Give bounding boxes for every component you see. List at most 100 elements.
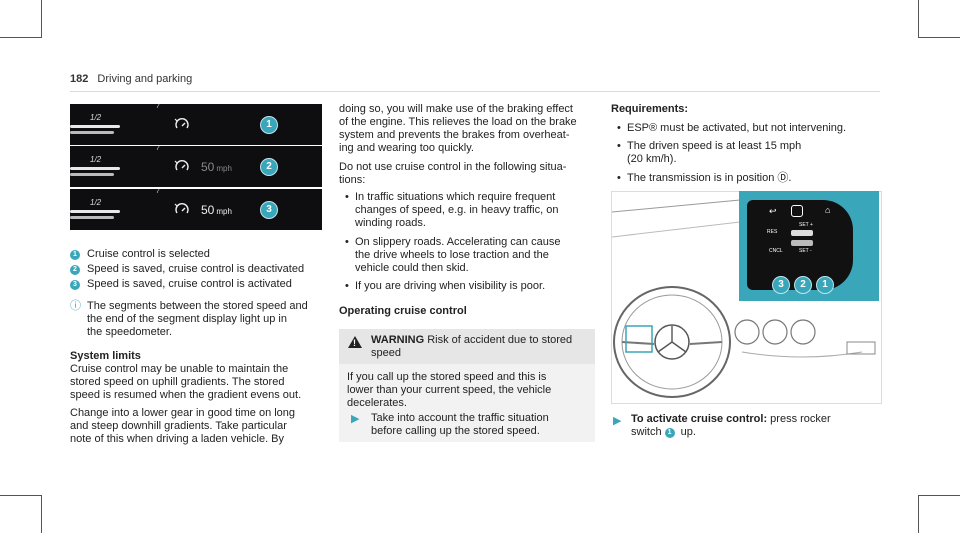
text-line: changes of speed, e.g. in heavy traffic,… bbox=[355, 204, 559, 216]
cruise-control-icon bbox=[174, 160, 189, 171]
text-line: If you call up the stored speed and this… bbox=[347, 371, 547, 383]
crop-mark bbox=[41, 0, 42, 38]
text-line: up. bbox=[677, 426, 696, 438]
text-line: Take into account the traffic situation bbox=[371, 412, 549, 424]
requirements-heading: Requirements: bbox=[611, 103, 689, 115]
text-line: The driven speed is at least 15 mph bbox=[627, 140, 802, 152]
speed-value: 50 bbox=[201, 160, 215, 174]
legend-text: Speed is saved, cruise control is deacti… bbox=[87, 263, 305, 275]
set-plus-label[interactable]: SET + bbox=[799, 222, 813, 228]
legend-item: 2 Speed is saved, cruise control is deact… bbox=[70, 263, 304, 276]
callout-badge: 3 bbox=[772, 276, 790, 294]
gauge-arc bbox=[70, 131, 114, 134]
callout-badge: 1 bbox=[260, 116, 278, 134]
text-line: Do not use cruise control in the followi… bbox=[339, 161, 567, 173]
crop-mark bbox=[918, 495, 960, 496]
note-line: the speedometer. bbox=[87, 326, 173, 338]
note-line: the end of the segment display light up … bbox=[87, 313, 287, 325]
crop-mark bbox=[918, 495, 919, 533]
gauge-arc bbox=[70, 216, 114, 219]
list-item: ESP® must be activated, but not interven… bbox=[617, 122, 847, 135]
home-icon bbox=[791, 205, 803, 217]
cruise-control-icon bbox=[174, 203, 189, 214]
warning-icon: ! bbox=[348, 336, 362, 348]
tick-label: 7 bbox=[156, 189, 160, 195]
fuel-fraction: 1/2 bbox=[90, 155, 102, 164]
back-icon: ↩ bbox=[769, 206, 777, 216]
res-label: RES bbox=[767, 229, 778, 235]
speed-unit: mph bbox=[216, 164, 232, 173]
body-paragraph: doing so, you will make use of the braki… bbox=[339, 103, 577, 155]
speed-value: 50 bbox=[201, 203, 215, 217]
list-item: The transmission is in position Ⓓ. bbox=[617, 172, 791, 185]
text-line: decelerates. bbox=[347, 397, 407, 409]
warning-body: If you call up the stored speed and this… bbox=[347, 371, 551, 410]
dashboard-panel-1: 7 1/2 1 bbox=[70, 104, 322, 145]
rocker-switch[interactable] bbox=[791, 240, 813, 246]
warning-box: ! WARNING Risk of accident due to stored… bbox=[339, 329, 595, 442]
legend-text: Speed is saved, cruise control is activa… bbox=[87, 278, 292, 290]
warning-header: ! WARNING Risk of accident due to stored… bbox=[339, 329, 595, 364]
text-line: winding roads. bbox=[355, 217, 426, 229]
list-item: The driven speed is at least 15 mph (20 … bbox=[617, 140, 802, 166]
callout-badge: 2 bbox=[260, 158, 278, 176]
note: ⓘ The segments between the stored speed a… bbox=[70, 300, 308, 339]
list-item: On slippery roads. Accelerating can caus… bbox=[345, 236, 561, 275]
text-line: speed bbox=[371, 347, 401, 359]
text-line: ESP® must be activated, but not interven… bbox=[627, 122, 847, 134]
warning-title: WARNING bbox=[371, 334, 425, 346]
arrow-icon: ▶ bbox=[613, 415, 622, 427]
set-minus-label[interactable]: SET - bbox=[799, 248, 812, 254]
text-line: Change into a lower gear in good time on… bbox=[70, 407, 296, 419]
crop-mark bbox=[918, 37, 960, 38]
text-line: Risk of accident due to stored bbox=[427, 334, 573, 346]
cncl-label[interactable]: CNCL bbox=[769, 248, 783, 254]
info-icon: ⓘ bbox=[70, 300, 81, 312]
interior-drawing bbox=[612, 199, 876, 398]
text-line: stored speed on uphill gradients. The st… bbox=[70, 376, 285, 388]
note-line: The segments between the stored speed an… bbox=[87, 300, 308, 312]
list-item: In traffic situations which require freq… bbox=[345, 191, 559, 230]
text-line: ing and wearing too quickly. bbox=[339, 142, 474, 154]
speed-unit: mph bbox=[216, 207, 232, 216]
system-limits-paragraph: Change into a lower gear in good time on… bbox=[70, 407, 295, 446]
page-header: 182 Driving and parking bbox=[70, 73, 192, 85]
legend-number: 3 bbox=[70, 280, 80, 290]
house-icon: ⌂ bbox=[825, 205, 831, 215]
warning-action: Take into account the traffic situation … bbox=[371, 412, 549, 438]
rocker-switch[interactable] bbox=[791, 230, 813, 236]
switch-zoom-panel: ↩ ⌂ RES SET + CNCL SET - 3 2 1 bbox=[739, 191, 879, 301]
gauge-arc bbox=[70, 173, 114, 176]
text-line: lower than your current speed, the vehic… bbox=[347, 384, 552, 396]
legend-number: 1 bbox=[70, 250, 80, 260]
action-instruction: To activate cruise control: press rocker… bbox=[631, 413, 831, 439]
text-line: and steep downhill gradients. Take parti… bbox=[70, 420, 287, 432]
legend-item: 3 Speed is saved, cruise control is activ… bbox=[70, 278, 292, 291]
fuel-fraction: 1/2 bbox=[90, 198, 102, 207]
text-line: (20 km/h). bbox=[627, 153, 677, 165]
text-line: note of this when driving a laden vehicl… bbox=[70, 433, 285, 445]
text-line: of the engine. This relieves the load on… bbox=[339, 116, 577, 128]
system-limits-heading: System limits bbox=[70, 350, 141, 362]
text-line: On slippery roads. Accelerating can caus… bbox=[355, 236, 561, 248]
arrow-icon: ▶ bbox=[351, 413, 360, 425]
callout-number: 1 bbox=[664, 428, 675, 438]
cruise-control-icon bbox=[174, 118, 189, 129]
page-number: 182 bbox=[70, 73, 89, 85]
text-line: vehicle could then skid. bbox=[355, 262, 469, 274]
text-line: the drive wheels to lose traction and th… bbox=[355, 249, 549, 261]
legend-number: 2 bbox=[70, 265, 80, 275]
gauge-arc bbox=[70, 210, 120, 213]
operating-heading: Operating cruise control bbox=[339, 305, 467, 317]
text-line: Cruise control may be unable to maintain… bbox=[70, 363, 289, 375]
list-item: If you are driving when visibility is po… bbox=[345, 280, 545, 293]
tick-label: 7 bbox=[156, 146, 160, 152]
warning-title-line: WARNING Risk of accident due to stored bbox=[371, 334, 572, 347]
body-paragraph: Do not use cruise control in the followi… bbox=[339, 161, 566, 187]
header-divider bbox=[70, 91, 880, 92]
crop-mark bbox=[918, 0, 919, 38]
